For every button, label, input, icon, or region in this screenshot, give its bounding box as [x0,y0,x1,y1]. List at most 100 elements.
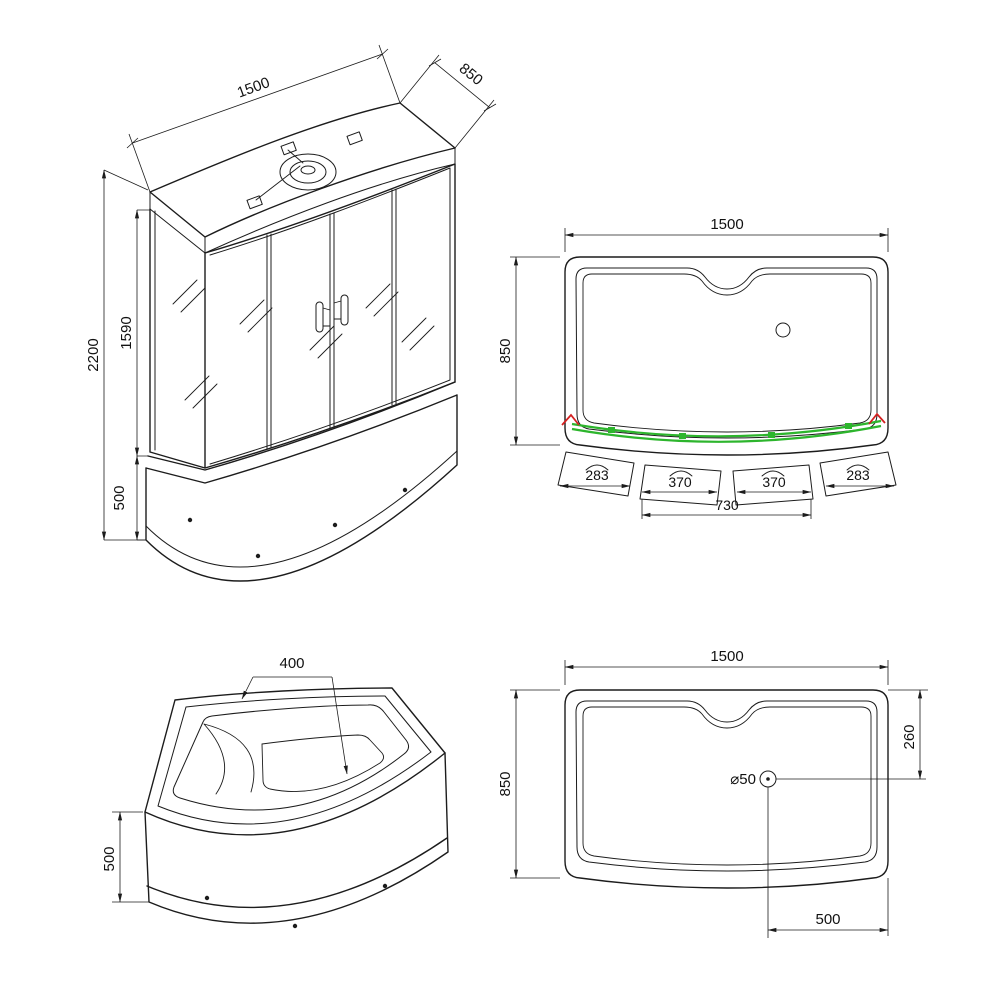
dim-extension-lines [137,209,150,457]
dim-extension-lines [510,256,560,446]
door-handle-left [315,301,324,333]
dim-door-mid-right: 370 [736,474,812,495]
dim-label-drain-offset-right: 500 [815,911,840,928]
dim-drain-offset-right: 500 [767,878,889,936]
cabin-roof-rim [149,147,456,254]
dim-label-drain-offset-top: 260 [901,724,918,749]
dim-line [132,53,383,144]
door-handle-right [340,294,349,326]
door-panel-projections [557,451,897,506]
base-screws [187,487,408,559]
dim-leader-left [241,676,254,700]
dim-cabin-base-height: 500 [111,455,146,541]
dim-tub-top-width: 400 [241,655,348,775]
dim-plan-depth: 850 [497,256,560,446]
dim-cabin-width: 1500 [126,44,401,193]
dim-label-door-mid-left: 370 [668,474,692,490]
dim-label-glass-height: 1590 [118,316,135,349]
roof-speaker-right [346,131,363,146]
dim-label-total-height: 2200 [85,338,102,371]
screw-dot [255,553,261,559]
drain-circle [775,322,791,338]
tub-rim-inner-edge [157,695,432,825]
screw-dot [402,487,408,493]
tub-basin-edge [582,706,872,866]
tub-basin-edge [582,273,872,433]
dim-label-plan-depth: 850 [497,338,514,363]
tub-rim-outer [144,687,446,836]
dim-label-plan-depth: 850 [497,771,514,796]
cabin-base [145,381,458,582]
apron-screws [204,883,388,929]
shower-head-center [300,165,316,175]
screw-dot [332,522,338,528]
drain-centerlines [767,778,926,938]
view-tub-isometric: 400 500 [101,655,449,929]
dim-label-door-mid-right: 370 [762,474,786,490]
dim-plan-width: 1500 [564,648,889,685]
dim-label-cabin-depth: 850 [456,60,486,89]
door-handles [315,294,349,333]
track-end-stops-red [561,412,886,426]
dim-label-door-right: 283 [846,467,870,483]
cabin-base-skirt [145,450,458,568]
dim-glass-height: 1590 [118,209,150,457]
dim-drain-offset-top: 260 [888,689,928,780]
dim-extension-lines [399,54,495,149]
tub-basin-outline [172,704,410,811]
dim-door-left: 283 [559,467,631,489]
door-track-green [571,419,882,443]
dim-extension-lines [564,228,889,252]
dim-label-plan-width: 1500 [710,216,743,233]
tub-rim-inner [575,267,878,439]
drain-center-dot [766,777,770,781]
dim-plan-depth: 850 [497,689,560,879]
tub-basin-floor [261,734,385,792]
tub-apron [144,752,449,924]
dim-tub-base-height: 500 [101,811,149,903]
dim-tick-marks [126,48,389,149]
screw-dot [292,923,298,929]
dim-cabin-total-height: 2200 [85,169,149,541]
dim-label-doors-center-span: 730 [715,497,739,513]
shower-head [279,153,337,191]
shower-head-outer-ring [279,153,337,191]
dim-line [434,62,491,109]
view-plan-drain: ⌀50 260 500 1500 850 [497,648,928,938]
dim-label-drain-diameter: ⌀50 [730,771,756,788]
screw-dot [382,883,388,889]
door-panel-arc-marks [585,464,870,477]
dim-door-right: 283 [825,467,895,489]
view-cabin-isometric: 1500 850 2200 1590 500 [85,44,497,582]
tub-outer-outline [564,256,889,456]
screw-dot [204,895,210,901]
dim-label-tub-base-height: 500 [101,846,118,871]
roof-speaker-left [246,195,263,210]
screw-dot [187,517,193,523]
dim-label-tub-top-width: 400 [279,655,304,672]
cabin-glass-outline [149,163,456,469]
dim-door-mid-left: 370 [641,474,718,495]
dim-leader-right [331,676,348,775]
tub-seat-contours [203,723,255,795]
dim-extension-lines [510,689,560,879]
dim-label-cabin-width: 1500 [235,74,272,101]
tub-outer-outline [564,689,889,889]
roof-light [280,141,297,156]
shower-head-mid-ring [289,160,327,184]
glass-shine-marks [172,279,435,409]
roof-fixture-wires [255,149,304,201]
dim-label-cabin-base-height: 500 [111,485,128,510]
dim-extension-lines [103,169,149,541]
dim-cabin-depth: 850 [399,54,497,149]
dim-tick-marks [428,58,497,112]
roof-fixtures [246,131,363,210]
dim-plan-width: 1500 [564,216,889,252]
dim-label-door-left: 283 [585,467,609,483]
cabin-roof-outline [149,102,456,238]
dim-doors-center-span: 730 [641,497,812,519]
dim-label-plan-width: 1500 [710,648,743,665]
dim-extension-lines [128,44,401,193]
